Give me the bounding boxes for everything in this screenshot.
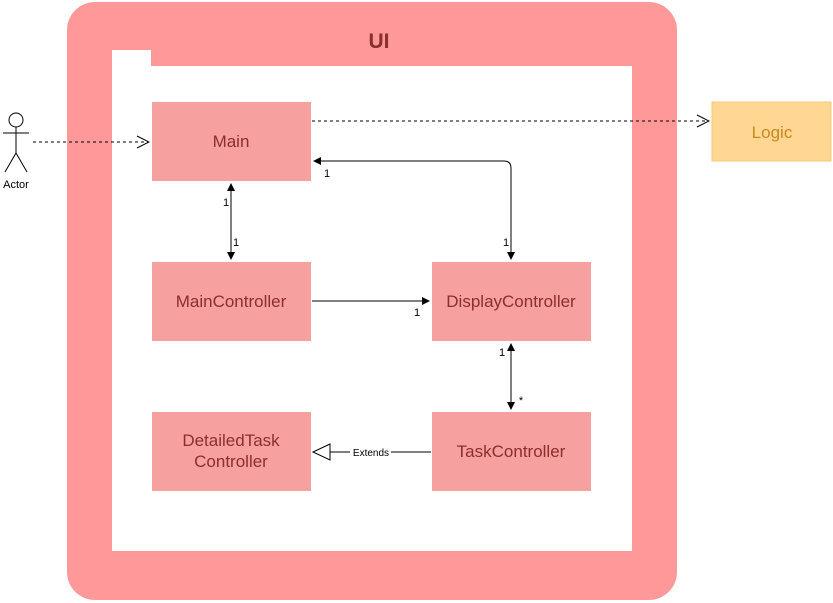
logic-label: Logic [752,123,793,142]
main-class-label: Main [213,132,250,151]
multiplicity-display-task-display: 1 [499,347,505,359]
detailed-task-controller-label-line1: DetailedTask [182,431,280,450]
extends-label: Extends [353,448,389,459]
task-controller-label: TaskController [457,442,566,461]
main-controller-label: MainController [176,292,287,311]
package-title: UI [369,30,390,53]
multiplicity-main-display-main: 1 [324,168,330,180]
main-class [152,102,311,181]
actor-icon [3,112,29,173]
multiplicity-display-task-task: * [519,395,524,407]
task-controller-class [432,412,591,491]
detailed-task-controller-label-line2: Controller [194,452,268,471]
multiplicity-main-mc-main: 1 [223,197,229,209]
actor-label: Actor [3,179,29,191]
display-controller-label: DisplayController [446,292,576,311]
logic-component [711,101,832,162]
detailed-task-controller-class [152,412,311,491]
main-controller-class [152,262,311,341]
main-display-association [313,157,515,260]
multiplicity-main-mc-mc: 1 [233,237,239,249]
display-controller-class [432,262,591,341]
multiplicity-main-display-display: 1 [503,237,509,249]
multiplicity-mc-display-display: 1 [414,307,420,319]
extends-arrowhead [311,443,331,461]
